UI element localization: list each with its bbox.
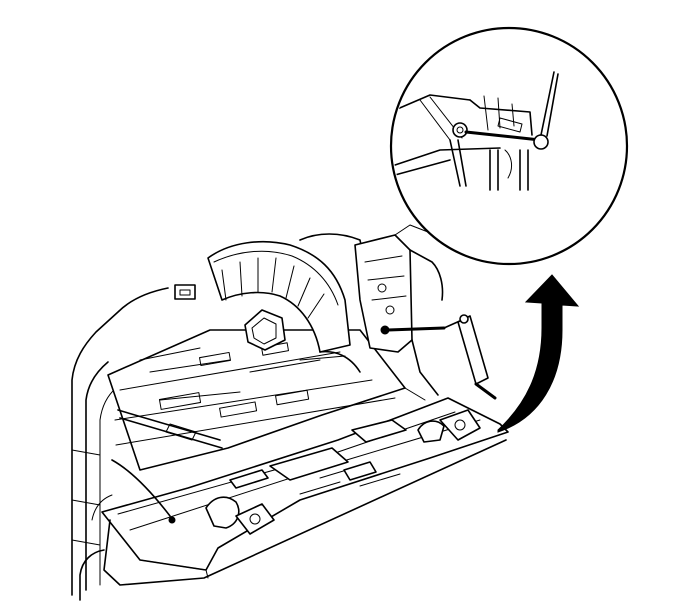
wheelhouse xyxy=(174,240,361,373)
wiring-harness xyxy=(111,387,426,524)
detail-circle-border xyxy=(389,26,629,266)
rear-sill-panel xyxy=(101,397,509,586)
main-view xyxy=(71,224,509,601)
liftgate-strut xyxy=(380,314,497,400)
cargo-floor xyxy=(107,329,406,471)
left-body-panel xyxy=(71,287,169,601)
quarter-inner-panel xyxy=(299,224,444,396)
detail-view xyxy=(389,26,629,266)
callout-arrow xyxy=(497,274,580,433)
